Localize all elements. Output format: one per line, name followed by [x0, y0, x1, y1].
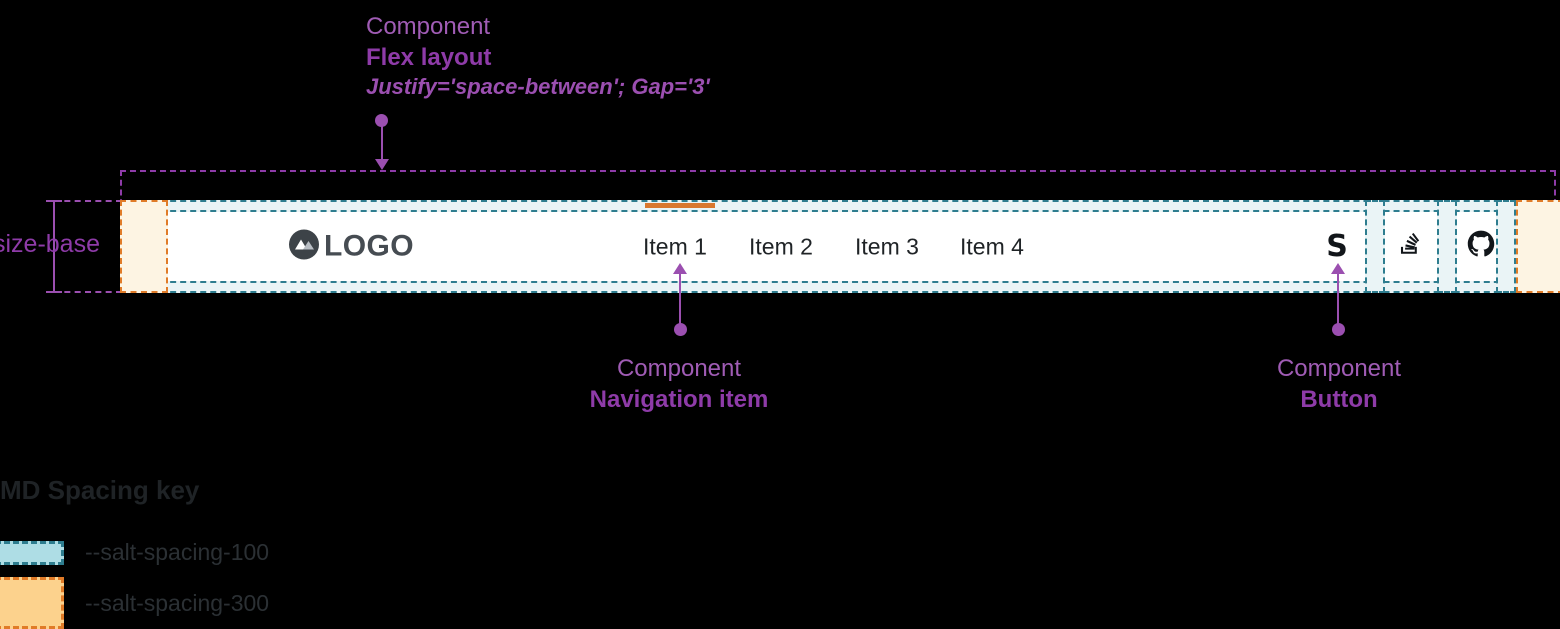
spacing-key-row-300: --salt-spacing-300 [0, 577, 269, 629]
leader-line-flex [380, 120, 383, 160]
nav-item-3[interactable]: Item 3 [855, 233, 919, 259]
mountain-logo-icon [288, 228, 320, 265]
leader-arrow-flex [374, 159, 389, 170]
measure-leader-bottom [54, 291, 122, 293]
annotation-flex-title: Flex layout [366, 43, 492, 71]
github-button[interactable] [1460, 226, 1502, 268]
salt-s-icon: S [1326, 228, 1348, 264]
leader-line-button [1337, 273, 1339, 325]
spacing-100-gap-buttons-1 [1365, 200, 1385, 293]
spacing-100-band-top [120, 200, 1560, 212]
spacing-300-label: --salt-spacing-300 [85, 589, 270, 616]
leader-dot-button [1331, 323, 1345, 336]
spacing-key-title: MD Spacing key [0, 475, 200, 505]
logo-group[interactable]: LOGO [288, 228, 414, 265]
spacing-100-swatch [0, 540, 64, 565]
leader-arrow-button [1331, 263, 1345, 274]
stack-overflow-icon [1396, 231, 1422, 262]
nav-active-indicator [645, 203, 715, 208]
spacing-100-band-bottom [120, 281, 1560, 293]
spacing-100-label: --salt-spacing-100 [85, 539, 270, 565]
github-icon [1467, 230, 1495, 263]
spacing-300-swatch [0, 577, 64, 629]
annotation-button: Component Button [1139, 354, 1539, 415]
nav-item-4[interactable]: Item 4 [960, 233, 1024, 259]
leader-arrow-nav-item [673, 263, 687, 274]
annotation-nav-kicker: Component [616, 355, 742, 382]
annotation-nav-title: Navigation item [589, 385, 769, 413]
logo-text: LOGO [324, 229, 414, 263]
annotation-button-title: Button [1300, 385, 1378, 413]
measure-vertical-bar [53, 200, 55, 293]
spacing-100-gap-buttons-2 [1437, 200, 1457, 293]
annotation-flex-subtitle: Justify='space-between'; Gap='3' [366, 74, 710, 100]
spacing-300-pad-left [120, 200, 168, 293]
header-bar: LOGO Item 1 Item 2 Item 3 Item 4 S [120, 200, 1560, 293]
leader-line-nav-item [679, 273, 681, 325]
size-base-measure [46, 200, 122, 293]
spacing-100-gap-buttons-3 [1496, 200, 1516, 293]
annotation-flex-layout: Component Flex layout Justify='space-bet… [366, 12, 710, 102]
salt-button[interactable]: S [1316, 226, 1358, 268]
size-base-label: size-base [0, 230, 100, 258]
annotation-navigation-item: Component Navigation item [479, 354, 879, 415]
spacing-300-pad-right [1516, 200, 1560, 293]
nav-item-2[interactable]: Item 2 [749, 233, 813, 259]
leader-dot-nav-item [673, 323, 687, 336]
spacing-key-row-100: --salt-spacing-100 [0, 539, 269, 566]
header-content: LOGO Item 1 Item 2 Item 3 Item 4 S [120, 212, 1560, 281]
annotation-button-kicker: Component [1276, 355, 1402, 382]
measure-leader-top [54, 200, 122, 202]
stack-overflow-button[interactable] [1388, 226, 1430, 268]
annotation-flex-kicker: Component [366, 13, 491, 40]
nav-item-1[interactable]: Item 1 [643, 233, 707, 259]
